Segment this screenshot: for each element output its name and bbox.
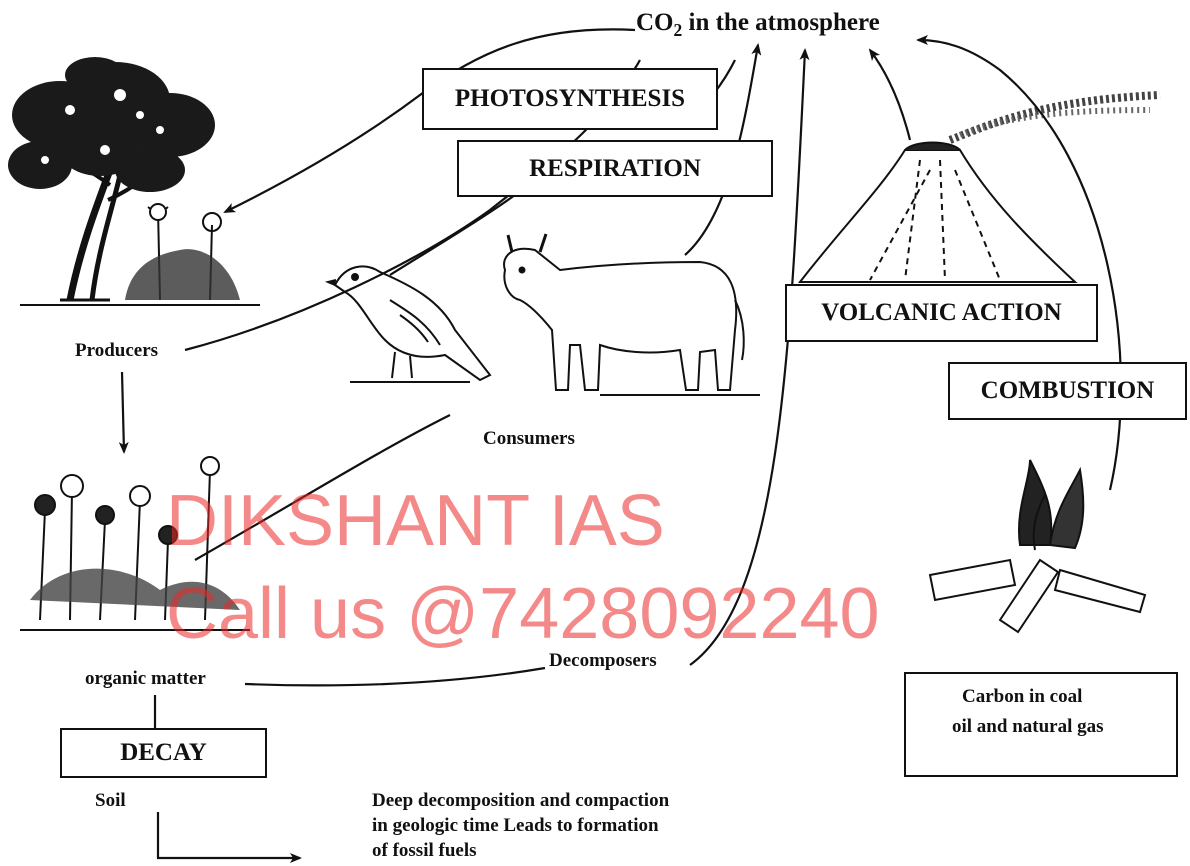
decay-box: DECAY (60, 728, 267, 778)
fossil-carbon-box: Carbon in coal oil and natural gas (904, 672, 1178, 777)
co2-atmosphere-label: CO2 in the atmosphere (636, 9, 880, 41)
fossil-note-line3: of fossil fuels (372, 840, 477, 862)
bird-illustration (328, 266, 490, 382)
arrow-organic-matter-to-decomposers (245, 668, 545, 685)
respiration-box: RESPIRATION (457, 140, 773, 197)
consumers-label: Consumers (483, 428, 575, 450)
photosynthesis-box: PHOTOSYNTHESIS (422, 68, 718, 130)
arrow-soil-to-fossil-fuels (158, 812, 300, 858)
fossil-note-line2: in geologic time Leads to formation (372, 815, 659, 837)
organic-matter-illustration (20, 457, 250, 630)
fire-illustration (930, 460, 1145, 632)
decomposers-label: Decomposers (549, 650, 657, 672)
producers-label: Producers (75, 340, 158, 362)
cow-illustration (504, 234, 760, 395)
tree-illustration (8, 57, 260, 305)
soil-label: Soil (95, 790, 126, 812)
combustion-box: COMBUSTION (948, 362, 1187, 420)
volcanic-action-box: VOLCANIC ACTION (785, 284, 1098, 342)
arrow-consumers-to-organic-matter (195, 415, 450, 560)
arrow-bird-respiration (390, 195, 515, 275)
arrow-producers-to-organic-matter (122, 372, 124, 452)
organic-matter-label: organic matter (85, 668, 206, 690)
arrow-volcano-to-co2 (870, 50, 910, 140)
fossil-carbon-line1: Carbon in coal (962, 686, 1082, 708)
fossil-carbon-line2: oil and natural gas (952, 716, 1104, 738)
fossil-note-line1: Deep decomposition and compaction (372, 790, 669, 812)
